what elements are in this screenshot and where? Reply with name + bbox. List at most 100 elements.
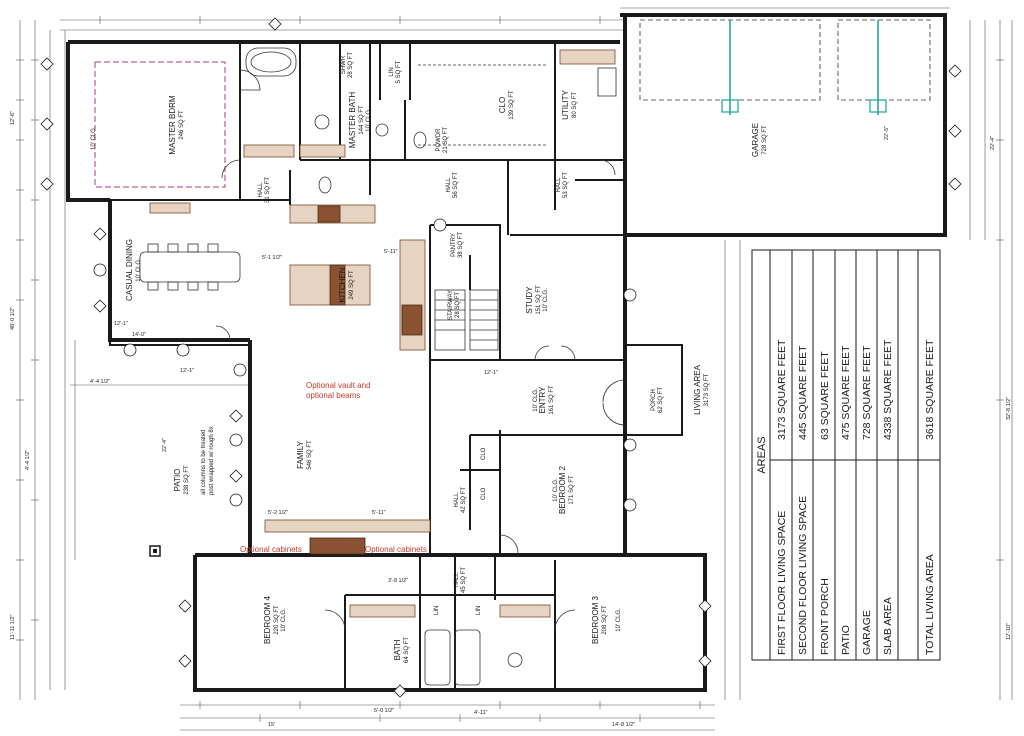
areas-row-value: 445 SQUARE FEET (797, 345, 809, 440)
room-ceiling-study: 10' CLG. (543, 288, 549, 312)
dim-text: 12'-6" (10, 111, 16, 125)
dim-text: 14'-8 1/2" (612, 722, 635, 728)
dim-text: 12'-1" (180, 368, 194, 374)
dim-text: 4'-4 1/2" (25, 450, 31, 470)
dim-text: 22'-4" (990, 136, 996, 150)
room-area-family: 546 SQ FT (307, 440, 313, 470)
room-name-lin-top: LIN (389, 67, 395, 76)
room-name-shwr: SHWR (341, 55, 347, 74)
note-vault-line2: optional beams (306, 391, 360, 400)
dim-text: 32'-8 1/2" (1006, 397, 1012, 420)
room-name-study: STUDY (525, 286, 534, 314)
room-ceiling-master-bdrm: 10' CLG. (91, 126, 97, 150)
room-name-stairway: STAIRWAY (448, 290, 454, 320)
room-area-master-bdrm: 246 SQ FT (179, 110, 185, 140)
room-ceiling-bedroom3: 10' CLG. (616, 608, 622, 632)
room-name-hall-e: HALL (454, 572, 460, 588)
room-name-entry: ENTRY (538, 386, 547, 414)
room-name-clo-top: CLO (498, 97, 507, 113)
areas-row-value: 3618 SQUARE FEET (924, 339, 936, 440)
room-name-hall-d: HALL (454, 492, 460, 508)
room-area-hall-c: 53 SQ FT (563, 172, 569, 198)
room-name-master-bath: MASTER BATH (348, 92, 357, 149)
room-area-study: 151 SQ FT (536, 285, 542, 315)
room-name-family: FAMILY (296, 440, 305, 469)
room-name-casual-dining: CASUAL DINING (125, 239, 134, 301)
room-name-lin-b: LIN (476, 606, 482, 615)
dim-text: 22'-5" (884, 126, 890, 140)
dim-text: 5'-11" (384, 249, 398, 255)
exterior-walls (66, 13, 947, 692)
dim-text: 5'-11" (372, 510, 386, 516)
room-area-hall-b: 56 SQ FT (453, 172, 459, 198)
areas-row-value: 3173 SQUARE FEET (776, 339, 788, 440)
room-name-garage: GARAGE (751, 123, 760, 157)
dim-text: 4'-4 1/2" (90, 379, 110, 385)
dim-text: 15' (268, 722, 275, 728)
room-name-living-area: LIVING AREA (693, 364, 702, 414)
areas-row-value: 63 SQUARE FEET (819, 351, 831, 440)
doors (215, 69, 626, 631)
dim-text: 11'-11 1/2" (10, 615, 16, 640)
room-area-utility: 80 SQ FT (572, 92, 578, 118)
room-area-hall-a: 31 SQ FT (265, 177, 271, 203)
room-name-kitchen: KITCHEN (338, 267, 347, 302)
dimension-lines (16, 7, 1013, 731)
room-name-master-bdrm: MASTER BDRM (168, 95, 177, 154)
room-area-shwr: 28 SQ FT (348, 52, 354, 78)
areas-table-title: AREAS (756, 436, 768, 473)
dim-text: 4'-11" (474, 710, 488, 716)
room-name-utility: UTILITY (561, 89, 570, 119)
areas-table-rows: FIRST FLOOR LIVING SPACE 3173 SQUARE FEE… (776, 339, 936, 655)
interior-walls (110, 42, 625, 690)
section-markers (40, 17, 962, 698)
dim-text: 14'-0" (132, 332, 146, 338)
room-name-bedroom2: BEDROOM 2 (558, 465, 567, 514)
room-area-entry: 161 SQ FT (549, 385, 555, 415)
room-name-pantry: PANTRY (451, 233, 457, 257)
room-area-hall-e: 45 SQ FT (461, 567, 467, 593)
room-area-lin-top: 5 SQ FT (396, 60, 402, 83)
room-name-bedroom3: BEDROOM 3 (591, 595, 600, 644)
dim-text: 12'-1" (484, 370, 498, 376)
room-area-living-area: 3173 SQ FT (704, 373, 710, 406)
note-vault-line1: Optional vault and (306, 381, 371, 390)
room-area-bedroom3: 208 SQ FT (602, 605, 608, 635)
dim-text: 5'-2 1/2" (268, 510, 288, 516)
room-area-powder: 21 SQ FT (443, 127, 449, 153)
room-name-hall-b: HALL (446, 177, 452, 193)
areas-row-label: SLAB AREA (882, 597, 894, 655)
room-name-bedroom4: BEDROOM 4 (263, 595, 272, 644)
areas-row-label: FRONT PORCH (819, 578, 831, 655)
room-area-stairway: 28 SQ FT (455, 292, 461, 318)
areas-table: AREAS FIRST FLOOR LIVING SPACE 3173 SQUA… (751, 249, 941, 661)
room-area-pantry: 38 SQ FT (458, 232, 464, 258)
room-area-clo-top: 139 SQ FT (509, 90, 515, 120)
room-area-master-bath: 144 SQ FT (359, 105, 365, 135)
room-name-lin-a: LIN (434, 606, 440, 615)
room-labels: MASTER BDRM 246 SQ FT 10' CLG. MASTER BA… (91, 52, 768, 663)
room-name-hall-c: HALL (556, 177, 562, 193)
dim-text: 48'-0 1/2" (10, 307, 16, 330)
room-ceiling-entry: 10' CLG. (533, 388, 539, 412)
room-name-porch: PORCH (651, 389, 657, 411)
room-area-hall-d: 42 SQ FT (461, 487, 467, 513)
note-patio-columns-1: all columns to be treated (201, 430, 207, 495)
room-area-garage: 728 SQ FT (762, 125, 768, 155)
room-area-patio: 238 SQ FT (184, 465, 190, 495)
room-ceiling-bedroom4: 10' CLG. (281, 608, 287, 632)
areas-row-label: PATIO (840, 625, 852, 655)
areas-row-value: 475 SQUARE FEET (840, 345, 852, 440)
areas-row-label: SECOND FLOOR LIVING SPACE (797, 496, 809, 655)
areas-row-value: 4338 SQUARE FEET (882, 339, 894, 440)
room-area-porch: 62 SQ FT (658, 387, 664, 413)
note-optional-cabinets-right: Optional cabinets (365, 545, 427, 554)
dim-text: 5'-0 1/2" (374, 708, 394, 714)
room-ceiling-master-bath: 10' CLG. (366, 108, 372, 132)
dim-text: 12'-1" (114, 321, 128, 327)
areas-row-label: GARAGE (861, 610, 873, 655)
room-area-bedroom2: 171 SQ FT (569, 475, 575, 505)
room-name-patio: PATIO (173, 469, 182, 492)
